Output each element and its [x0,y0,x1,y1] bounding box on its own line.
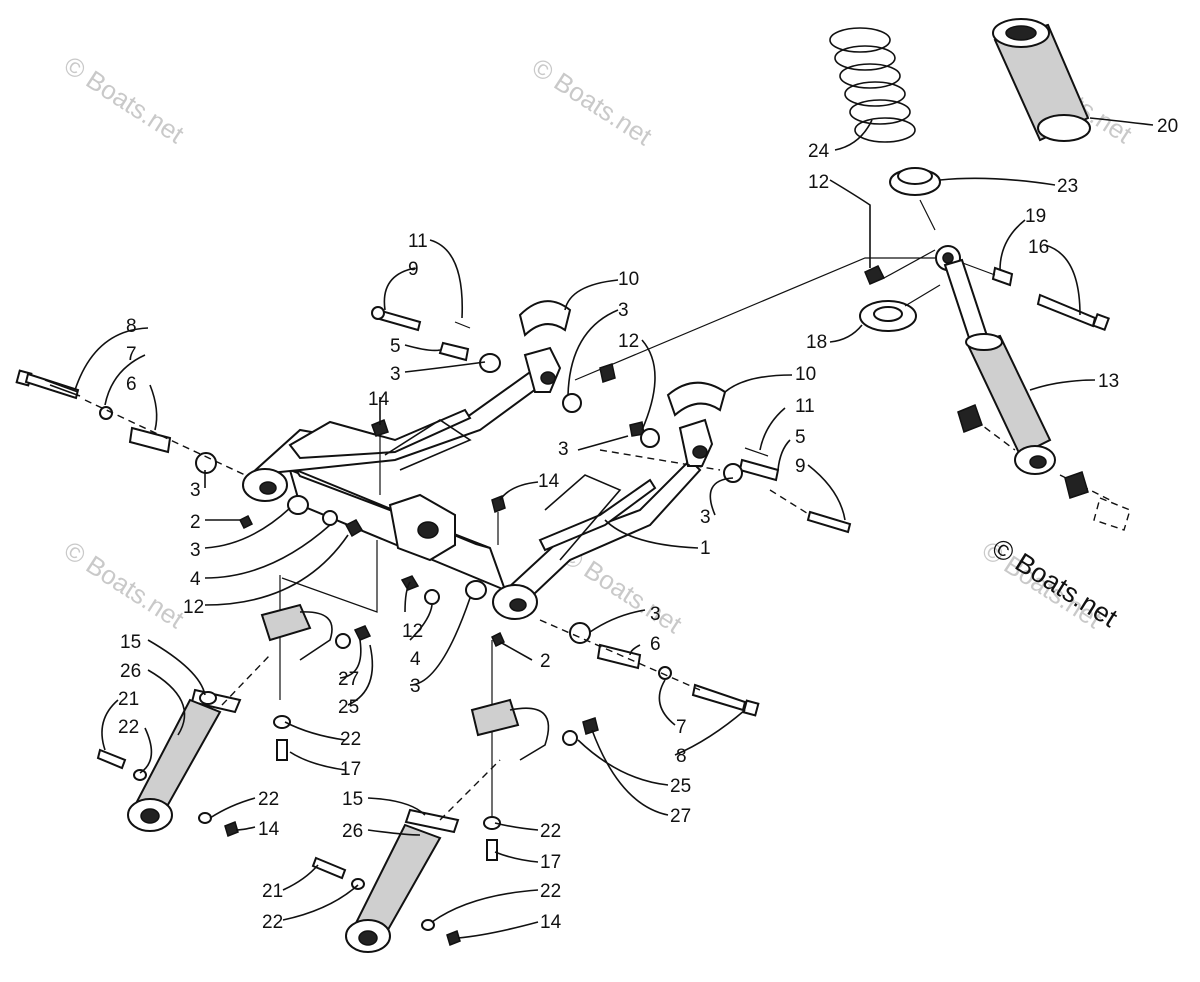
copyright-notice: © Boats.net [987,533,1123,634]
callout-3: 3 [190,540,201,561]
callout-14: 14 [538,471,560,492]
callout-7: 7 [676,717,687,738]
leader-lines [74,117,1154,939]
callout-12: 12 [183,597,204,618]
callout-3: 3 [618,300,629,321]
alignment-line [574,257,935,381]
callout-3: 3 [650,604,661,625]
callout-25: 25 [670,776,691,797]
callout-3: 3 [700,507,711,528]
callout-12: 12 [808,172,829,193]
callout-10: 10 [618,269,639,290]
callout-14: 14 [258,819,280,840]
watermark: © Boats.net [59,535,190,635]
callout-22: 22 [340,729,361,750]
callout-3: 3 [410,676,421,697]
callout-15: 15 [120,632,141,653]
callout-5: 5 [390,336,401,357]
callout-26: 26 [342,821,363,842]
callout-8: 8 [676,746,687,767]
callout-1: 1 [700,538,711,559]
callout-10: 10 [795,364,816,385]
callout-24: 24 [808,141,830,162]
callout-4: 4 [190,569,201,590]
callout-11: 11 [408,231,428,252]
left-drop-arm [96,603,372,838]
callout-8: 8 [126,316,137,337]
callout-23: 23 [1057,176,1078,197]
shock-assembly [829,18,1131,531]
callout-16: 16 [1028,237,1049,258]
callout-3: 3 [190,480,201,501]
callout-6: 6 [650,634,661,655]
callout-22: 22 [262,912,283,933]
callout-22: 22 [540,881,561,902]
callout-27: 27 [670,806,691,827]
suspension-frame [242,346,714,620]
callout-5: 5 [795,427,806,448]
callout-22: 22 [258,789,279,810]
upper-bolt-stack [371,300,616,545]
callout-9: 9 [795,456,806,477]
callout-17: 17 [540,852,561,873]
callout-20: 20 [1157,116,1178,137]
callout-3: 3 [390,364,401,385]
callout-14: 14 [368,389,390,410]
callout-26: 26 [120,661,141,682]
callout-labels: 8 7 6 3 2 3 4 12 11 9 5 3 14 10 3 12 3 1… [118,116,1178,933]
callout-17: 17 [340,759,361,780]
callout-21: 21 [118,689,139,710]
right-bolt-stack [400,381,852,717]
callout-3: 3 [558,439,569,460]
callout-19: 19 [1025,206,1046,227]
callout-22: 22 [540,821,561,842]
callout-22: 22 [118,717,139,738]
watermark: © Boats.net [527,52,658,152]
callout-9: 9 [408,259,419,280]
callout-4: 4 [410,649,421,670]
callout-12: 12 [618,331,639,352]
callout-27: 27 [338,669,359,690]
callout-14: 14 [540,912,562,933]
callout-25: 25 [338,697,359,718]
right-drop-arm [311,698,599,953]
callout-7: 7 [126,344,137,365]
callout-13: 13 [1098,371,1119,392]
callout-12: 12 [402,621,423,642]
callout-18: 18 [806,332,827,353]
callout-6: 6 [126,374,137,395]
callout-21: 21 [262,881,283,902]
callout-11: 11 [795,396,815,417]
callout-15: 15 [342,789,363,810]
callout-2: 2 [190,512,201,533]
callout-2: 2 [540,651,551,672]
watermark: © Boats.net [59,50,190,150]
